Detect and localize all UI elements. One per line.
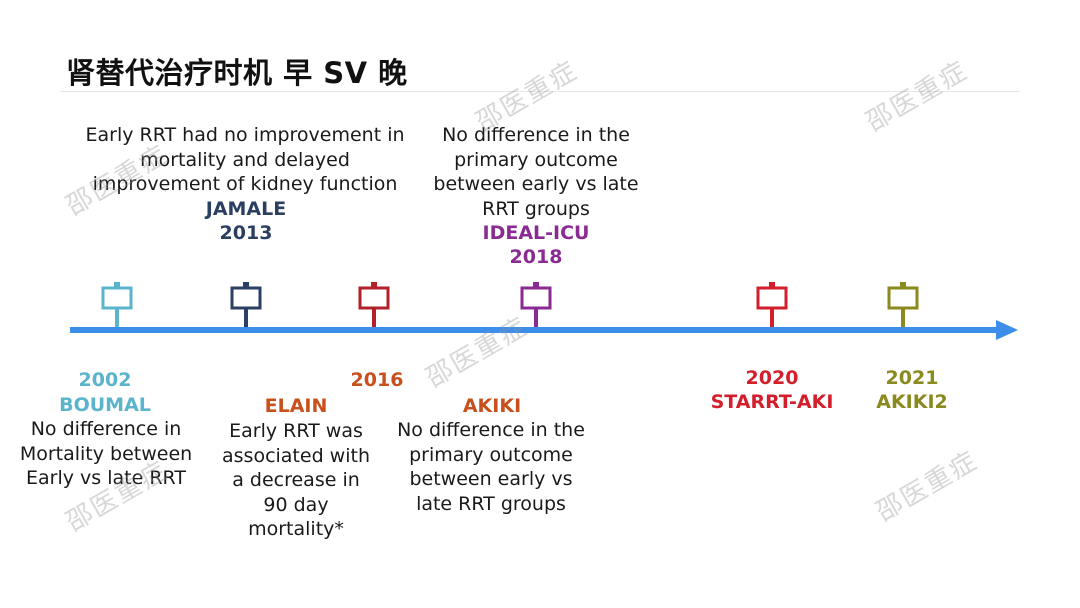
timeline-bar: [70, 327, 1000, 333]
jamale-description: Early RRT had no improvement in mortalit…: [85, 124, 405, 195]
jamale-name-label: JAMALE: [205, 198, 287, 220]
milestone-marker-starrt: [756, 282, 788, 327]
akiki2-year-label: 2021: [885, 367, 939, 389]
milestone-marker-ideal: [520, 282, 552, 327]
boumal-description: No difference in Mortality between Early…: [19, 418, 193, 489]
milestone-marker-akiki2: [887, 282, 919, 327]
akiki-description: No difference in the primary outcome bet…: [397, 419, 585, 515]
milestone-marker-elain: [358, 282, 390, 327]
ideal-icu-description: No difference in the primary outcome bet…: [433, 124, 639, 220]
timeline-arrow-head: [996, 320, 1018, 340]
starrt-aki-name-label: STARRT-AKI: [710, 391, 834, 413]
elain-description: Early RRT was associated with a decrease…: [222, 420, 370, 540]
ideal-icu-year-label: 2018: [509, 246, 563, 268]
milestone-marker-boumal: [101, 282, 133, 327]
starrt-aki-year-label: 2020: [745, 367, 799, 389]
akiki-name-label: AKIKI: [462, 395, 522, 417]
title-divider: [60, 91, 1020, 92]
boumal-name-label: BOUMAL: [59, 394, 151, 416]
akiki2-name-label: AKIKI2: [876, 391, 948, 413]
ideal-icu-name-label: IDEAL-ICU: [482, 222, 590, 244]
milestone-marker-jamale: [230, 282, 262, 327]
boumal-year-label: 2002: [78, 369, 132, 391]
elain-year-label: 2016: [350, 369, 404, 391]
timeline-markers: [101, 282, 919, 327]
elain-name-label: ELAIN: [264, 395, 328, 417]
timeline-axis: [70, 320, 1018, 340]
jamale-year-label: 2013: [219, 222, 273, 244]
page-title: 肾替代治疗时机 早 SV 晚: [66, 56, 408, 90]
